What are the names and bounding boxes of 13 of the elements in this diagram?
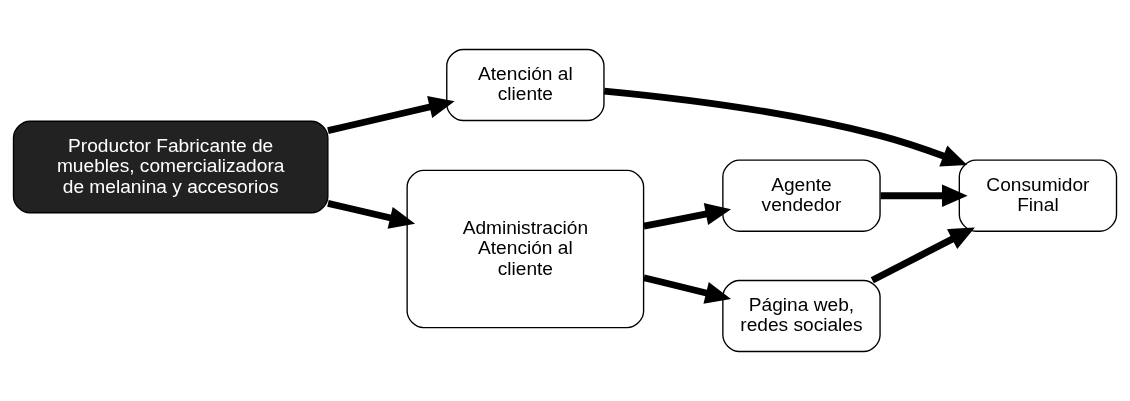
node-box: Administración Atención al cliente xyxy=(406,169,645,329)
node-box: Agente vendedor xyxy=(722,159,881,232)
node-box: Atención al cliente xyxy=(446,48,605,122)
arrow xyxy=(327,200,416,229)
arrow xyxy=(603,87,968,167)
arrow xyxy=(880,184,968,207)
node-box: Productor Fabricante de muebles, comercializadora de melanina y accesorios xyxy=(12,120,329,214)
arrow xyxy=(643,274,731,304)
arrow xyxy=(643,203,732,230)
arrow xyxy=(870,227,975,284)
arrow xyxy=(327,96,455,134)
node-box: Página web, redes sociales xyxy=(722,279,881,353)
node-box: Consumidor Final xyxy=(958,159,1118,232)
